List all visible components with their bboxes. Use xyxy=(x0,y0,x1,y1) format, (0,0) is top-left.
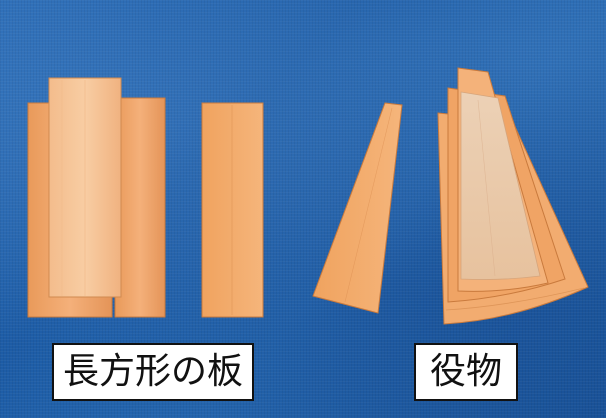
tapered-narrow-board xyxy=(312,102,403,314)
label-yakumono: 役物 xyxy=(414,343,518,401)
label-rectangular-boards: 長方形の板 xyxy=(52,343,254,401)
single-rectangular-board xyxy=(201,102,264,318)
rectangular-boards-stack xyxy=(27,77,166,318)
fan-shaped-boards xyxy=(437,67,589,325)
board-back-right xyxy=(114,97,166,318)
